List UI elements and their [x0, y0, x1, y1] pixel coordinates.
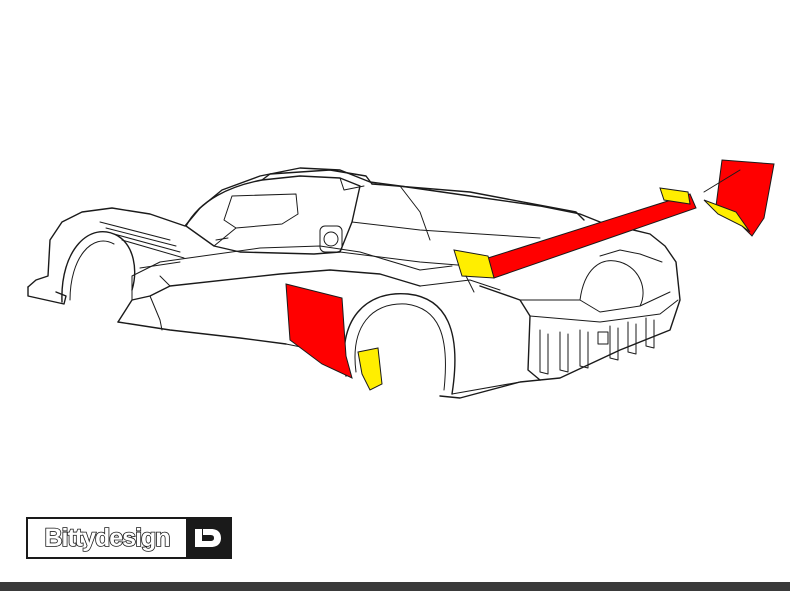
highlighted-parts [285, 159, 775, 391]
logo-wordmark: Bittydesign [44, 523, 172, 552]
bottom-bar [0, 582, 790, 591]
rear-wing-main-plane [487, 193, 697, 279]
wing-mount-left [453, 249, 495, 279]
side-fin-red [285, 283, 353, 379]
bd-monogram-icon [186, 519, 230, 557]
side-flick-yellow [357, 347, 383, 391]
car-body-outline [27, 167, 681, 399]
wing-mount-right [703, 199, 751, 233]
bittydesign-logo: Bittydesign [26, 517, 232, 559]
wing-mount-right-tab [659, 187, 691, 205]
